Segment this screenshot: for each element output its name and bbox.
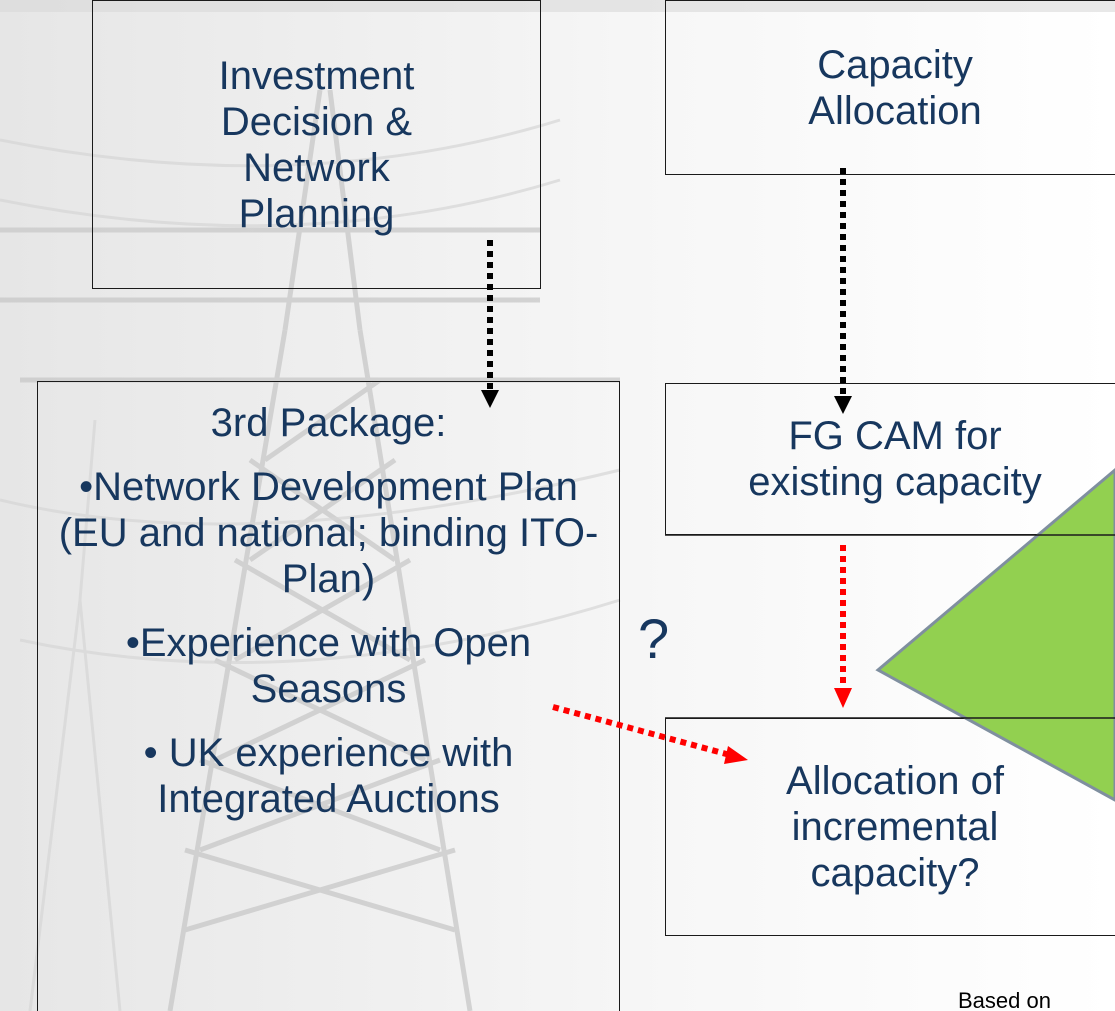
investment-line-2: Decision &: [220, 99, 413, 144]
fg-cam-line-1: FG CAM for: [788, 414, 1002, 458]
third-package-box: 3rd Package: •Network Development Plan (…: [37, 381, 620, 1011]
investment-planning-box: Investment Decision & Network Planning: [92, 0, 541, 289]
incremental-capacity-box: Allocation of incremental capacity?: [665, 718, 1115, 936]
package-item-integrated-auctions: • UK experience with Integrated Auctions: [143, 731, 514, 821]
package-item-open-seasons: •Experience with Open Seasons: [125, 621, 532, 711]
investment-line-1: Investment: [218, 53, 415, 98]
fg-cam-box: FG CAM for existing capacity: [665, 383, 1115, 535]
capacity-allocation-box: Capacity Allocation: [665, 0, 1115, 175]
source-footnote: Based on: [958, 988, 1051, 1011]
incremental-line-1: Allocation of: [786, 759, 1004, 803]
capacity-allocation-line-1: Capacity: [817, 42, 973, 87]
fg-cam-line-2: existing capacity: [748, 460, 1042, 504]
investment-line-3: Network: [243, 145, 390, 190]
incremental-line-2: incremental: [791, 805, 999, 849]
package-item-network-development: •Network Development Plan (EU and nation…: [58, 465, 599, 601]
third-package-title: 3rd Package:: [210, 401, 447, 445]
question-mark: ?: [638, 607, 670, 670]
incremental-line-3: capacity?: [810, 851, 980, 895]
capacity-allocation-line-2: Allocation: [808, 88, 982, 133]
investment-line-4: Planning: [238, 191, 395, 236]
